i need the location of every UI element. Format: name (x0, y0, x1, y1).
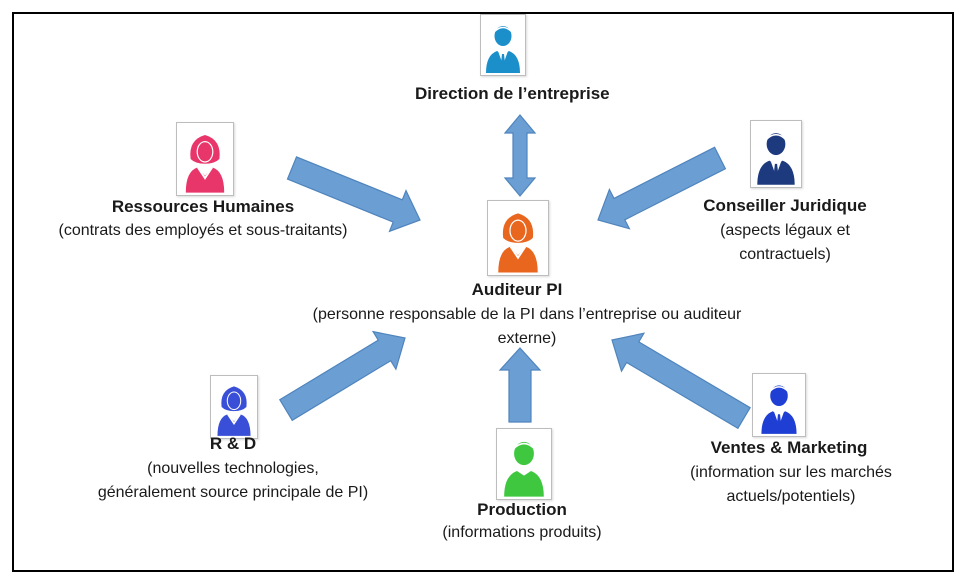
rh-person-icon (176, 122, 234, 196)
juridique-description: (aspects légaux et contractuels) (700, 219, 870, 267)
auditeur-person-icon (487, 200, 549, 276)
ventes-person-icon (752, 373, 806, 437)
rd-title: R & D (209, 434, 257, 453)
juridique-desc-line-2: contractuels) (739, 246, 831, 263)
arrow-juridique-to-auditeur (597, 146, 727, 230)
production-description: (informations produits) (442, 524, 602, 541)
arrows-layer (278, 114, 751, 430)
auditeur-description: (personne responsable de la PI dans l’en… (262, 303, 792, 351)
production-person-icon (496, 428, 552, 500)
direction-title: Direction de l’entreprise (415, 84, 610, 103)
auditeur-desc-line-2: externe) (497, 330, 557, 347)
arrow-ventes-to-auditeur (611, 332, 751, 430)
arrow-rh-to-auditeur (286, 156, 421, 233)
rd-desc-line-2: généralement source principale de PI) (97, 484, 369, 501)
production-title: Production (477, 500, 567, 519)
auditeur-title: Auditeur PI (471, 280, 563, 299)
direction-person-icon (480, 14, 526, 76)
rh-title: Ressources Humaines (111, 197, 295, 216)
rd-person-icon (210, 375, 258, 439)
rd-description: (nouvelles technologies, généralement so… (58, 457, 408, 505)
ventes-desc-line-2: actuels/potentiels) (726, 488, 856, 505)
juridique-person-icon (750, 120, 802, 188)
arrow-production-to-auditeur (498, 347, 542, 423)
ventes-title: Ventes & Marketing (710, 438, 868, 457)
auditeur-desc-line-1: (personne responsable de la PI dans l’en… (312, 306, 742, 323)
juridique-title: Conseiller Juridique (703, 196, 867, 215)
arrow-rd-to-auditeur (278, 330, 406, 422)
ventes-desc-line-1: (information sur les marchés (690, 464, 892, 481)
rd-desc-line-1: (nouvelles technologies, (147, 460, 319, 477)
rh-description: (contrats des employés et sous-traitants… (58, 222, 348, 239)
arrow-direction-auditeur (503, 114, 537, 197)
ventes-description: (information sur les marchés actuels/pot… (666, 461, 916, 509)
juridique-desc-line-1: (aspects légaux et (720, 222, 850, 239)
